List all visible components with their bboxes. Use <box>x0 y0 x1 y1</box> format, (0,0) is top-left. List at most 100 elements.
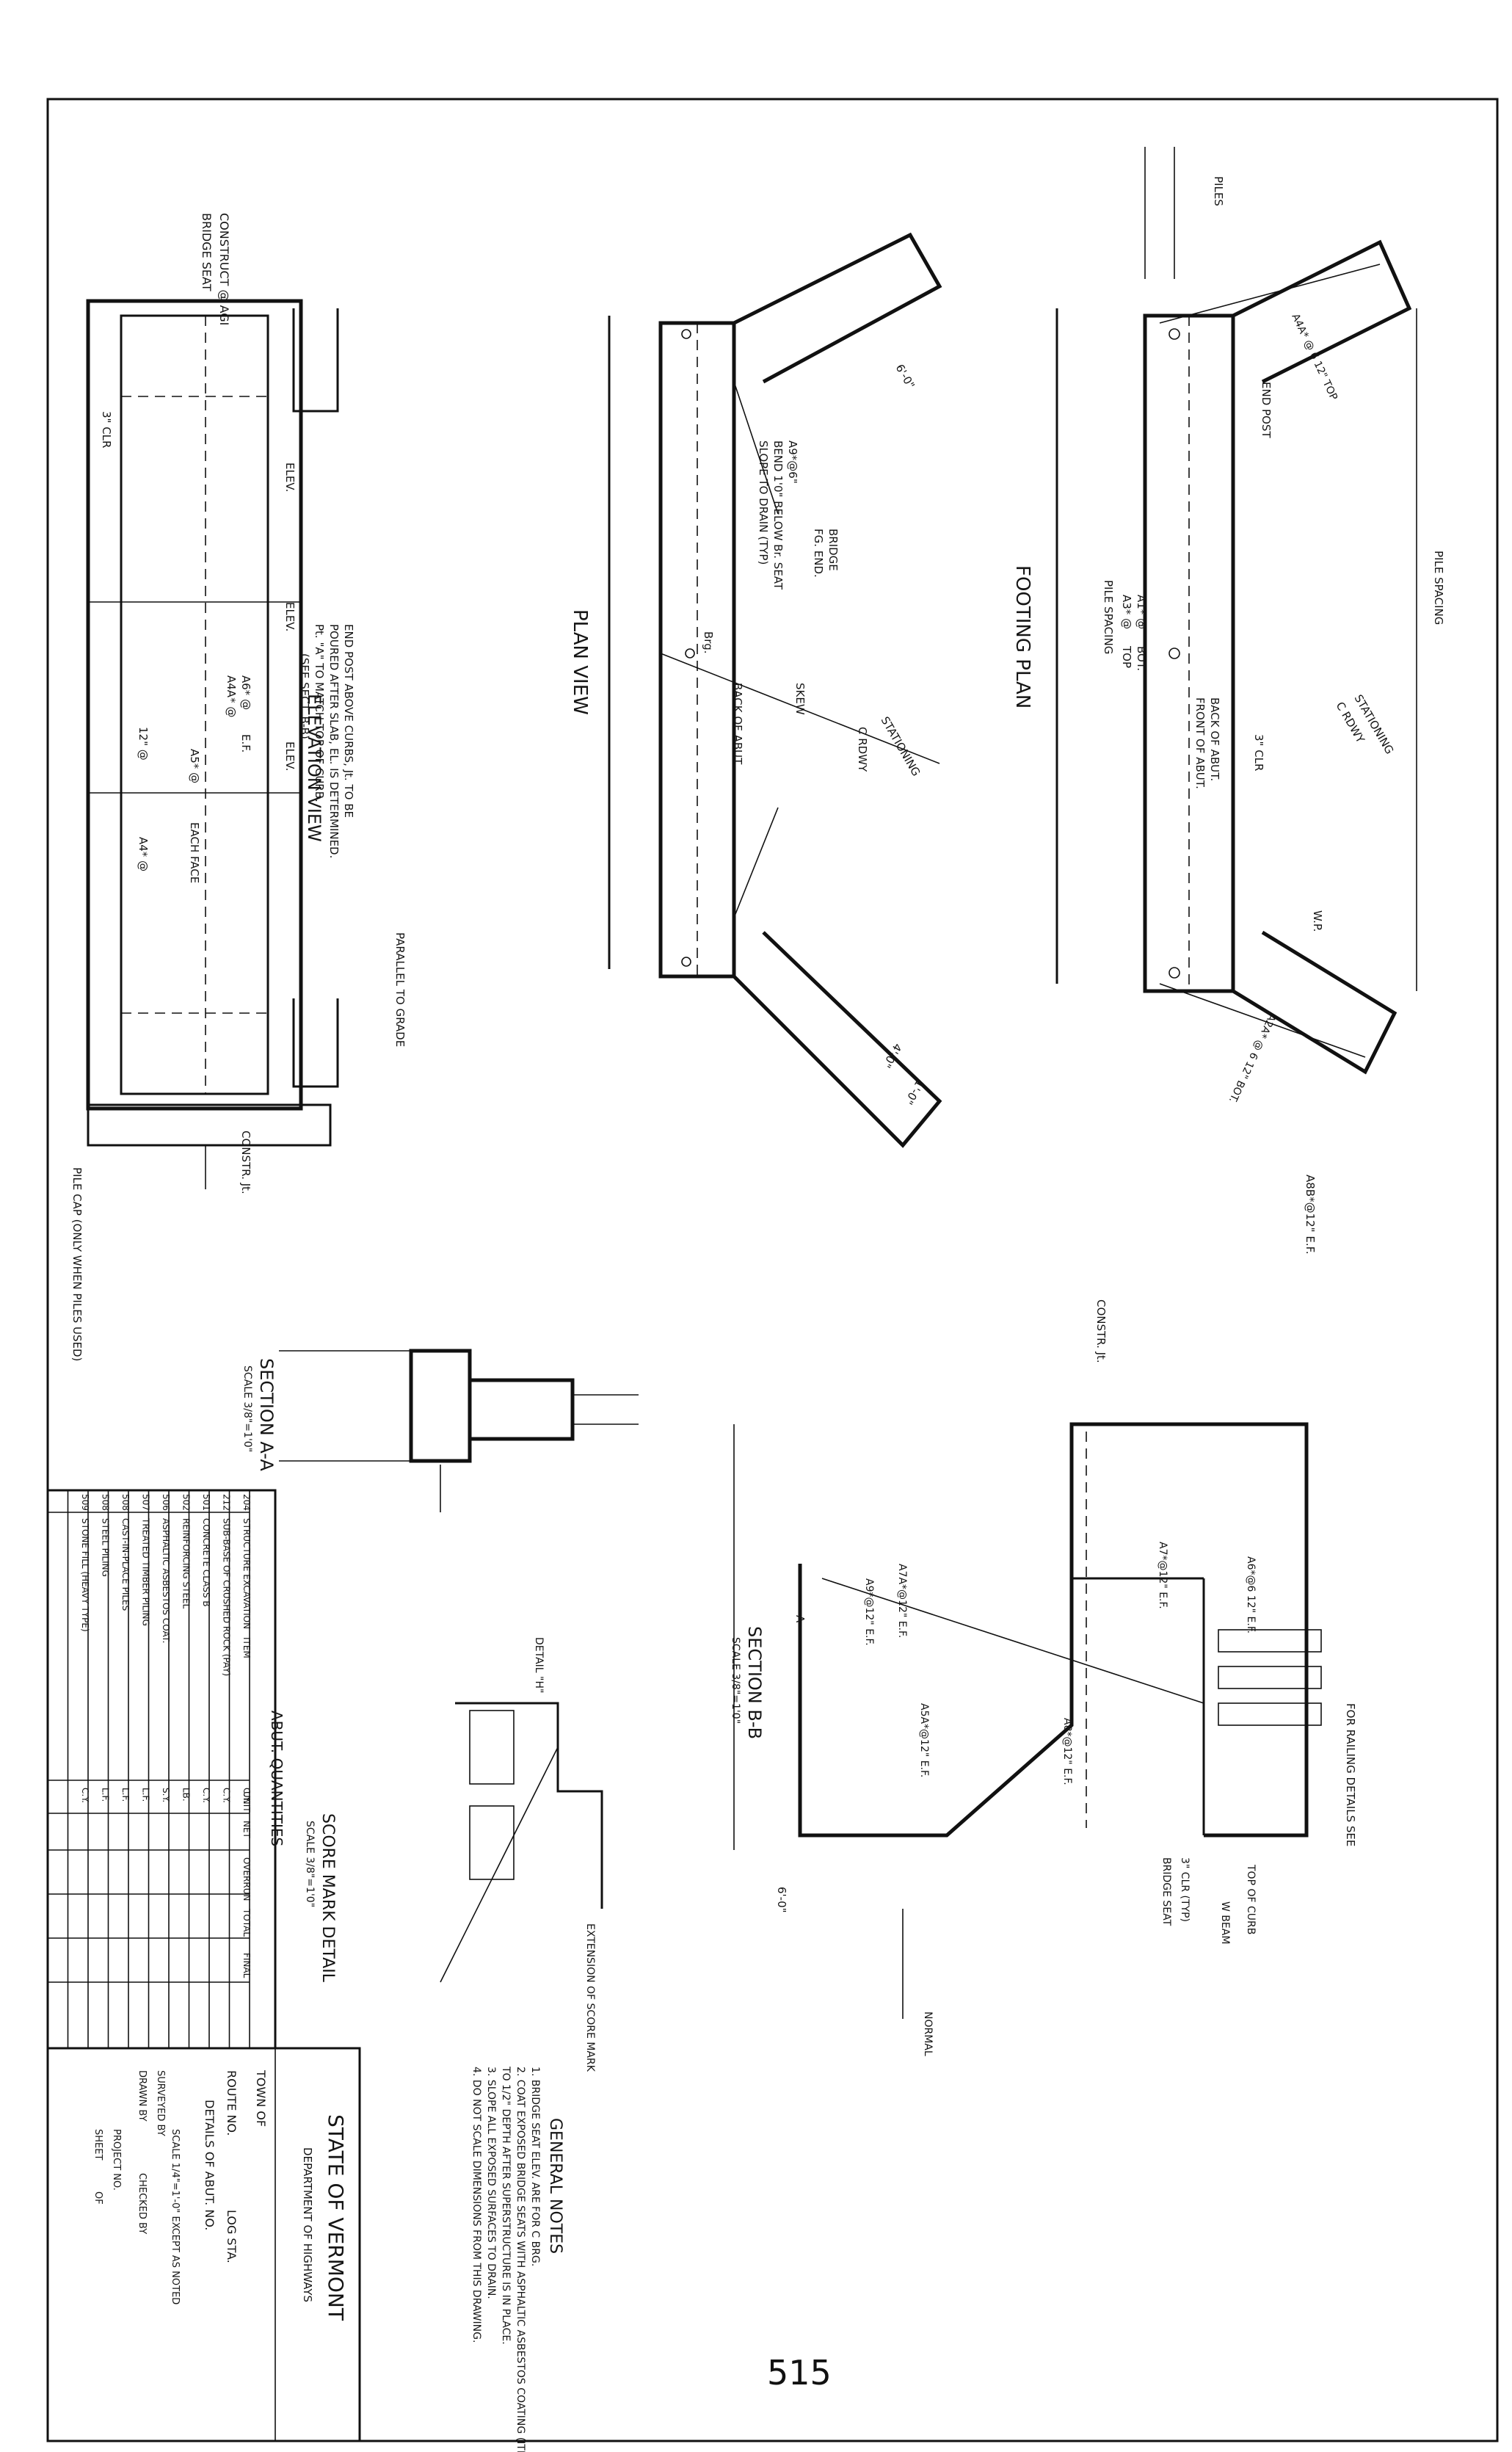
title-project: PROJECT NO. <box>111 2129 122 2191</box>
quantities-cell: C.Y. <box>241 1788 252 1803</box>
elev-end-post-note-2: POURED AFTER SLAB, EL. IS DETERMINED. <box>327 624 341 858</box>
title-scale: SCALE 1/4"=1'-0" EXCEPT AS NOTED <box>170 2129 181 2304</box>
title-state: STATE OF VERMONT <box>324 2114 348 2321</box>
quantities-header-overrun: OVERRUN <box>241 1857 252 1901</box>
footing-plan: FOOTING PLAN PILE SPACING PILE SPACING P… <box>1011 147 1445 1104</box>
section-bb-a6: A6*@6 12" E.F. <box>1245 1556 1257 1633</box>
footing-a2a: A2A* @ 6 12" BOT. <box>1226 1012 1278 1104</box>
score-scale: SCALE 3/8"=1'0" <box>304 1821 316 1907</box>
footing-a1: A1* @ <box>1135 595 1148 629</box>
score-extension: EXTENSION OF SCORE MARK <box>584 1923 596 2072</box>
quantities-cell: L.F. <box>101 1788 111 1802</box>
quantities-cell: C.Y. <box>222 1788 232 1803</box>
quantities-cell: 509 <box>80 1494 90 1511</box>
section-aa: SECTION A-A SCALE 3/8"=1'0" <box>241 1349 639 1512</box>
footing-a4a: A4A* @ 6 12" TOP <box>1289 312 1340 402</box>
section-bb-a8b: A8B*@12" E.F. <box>1304 1175 1317 1255</box>
quantities-cell: CONCRETE CLASS B <box>201 1518 211 1607</box>
plan-a9: A9*@6" <box>786 440 799 484</box>
quantities-cell: TREATED TIMBER PILING <box>141 1517 151 1626</box>
footing-piles: PILES <box>1212 176 1225 206</box>
sheet-border <box>46 98 1499 2442</box>
title-town: TOWN OF <box>254 2070 268 2127</box>
plan-title: PLAN VIEW <box>569 609 591 715</box>
plan-stationing: STATIONING <box>879 714 923 778</box>
title-block: STATE OF VERMONT DEPARTMENT OF HIGHWAYS … <box>46 2047 361 2442</box>
elev-dim-3clr: 3" CLR <box>100 411 113 448</box>
footing-top: TOP <box>1120 645 1133 668</box>
elev-end-post-note-3: Pt. "A" TO MATCH TOP OF CURB. <box>313 624 326 802</box>
elev-end-post-note: END POST ABOVE CURBS, Jt. TO BE <box>342 624 355 818</box>
footing-pile-spacing-2: PILE SPACING <box>1102 580 1115 654</box>
quantities-cell: 212 <box>222 1494 232 1511</box>
score-title: SCORE MARK DETAIL <box>319 1813 337 1983</box>
title-log-sta: LOG STA. <box>225 2210 239 2263</box>
section-bb-normal: NORMAL <box>922 2012 934 2056</box>
footing-title: FOOTING PLAN <box>1011 565 1033 708</box>
title-of: OF <box>92 2191 103 2205</box>
section-bb-top-curb: TOP OF CURB <box>1245 1864 1257 1934</box>
section-bb-scale: SCALE 3/8"=1'0" <box>730 1637 741 1724</box>
footing-back-abut: BACK OF ABUT. <box>1208 697 1221 781</box>
elev-label-1: ELEV. <box>283 463 297 492</box>
elev-a4: A4* @ <box>137 837 150 871</box>
elev-constr-jt-note: CONSTR. Jt. <box>239 1131 252 1194</box>
quantities-cell: SUB-BASE OF CRUSHED ROCK (PAY) <box>222 1518 232 1676</box>
plan-back-abut: BACK OF ABUT. <box>731 683 744 766</box>
quantities-header-unit: UNIT <box>241 1791 252 1813</box>
elev-label-3: ELEV. <box>283 741 297 771</box>
quantities-cell: 502 <box>181 1494 192 1511</box>
quantities-title: ABUT. QUANTITIES <box>268 1711 286 1846</box>
section-bb-a7a: A7A*@12" E.F. <box>896 1564 908 1638</box>
title-route: ROUTE NO. <box>225 2070 239 2136</box>
quantities-cell: 507 <box>141 1494 151 1511</box>
quantities-header-final: FINAL <box>241 1953 252 1978</box>
footing-a3: A3* @ <box>1120 595 1133 629</box>
section-bb-title: SECTION B-B <box>744 1626 765 1739</box>
general-note-1: 1. BRIDGE SEAT ELEV. ARE FOR C BRG. <box>529 2067 541 2266</box>
plan-bend-1: BEND 1'0" BELOW Br. SEAT <box>771 440 785 590</box>
section-bb-clr: 3" CLR (TYP) <box>1179 1857 1191 1922</box>
quantities-header-item: ITEM <box>241 1637 252 1658</box>
quantities-table: ABUT. QUANTITIESITEMUNITNETOVERRUNTOTALF… <box>46 1489 286 2050</box>
section-bb-bridge-seat: BRIDGE SEAT <box>1160 1857 1172 1926</box>
section-bb-beam: W BEAM <box>1219 1901 1231 1944</box>
elev-dim-12: 12" @ <box>137 727 150 761</box>
elev-pile-cap-note: PILE CAP (ONLY WHEN PILES USED) <box>70 1167 84 1361</box>
plan-dim-6: 6'-0" <box>893 362 917 391</box>
title-drawn: DRAWN BY <box>137 2070 148 2122</box>
elev-end-post-note-4: (SEE SECT. B-B) <box>298 653 311 739</box>
quantities-cell: 204 <box>241 1494 252 1511</box>
quantities-cell: LB. <box>181 1788 192 1802</box>
quantities-header-total: TOTAL <box>241 1908 252 1937</box>
score-mark-detail: SCORE MARK DETAIL SCALE 3/8"=1'0" DETAIL… <box>304 1637 603 2072</box>
quantities-cell: STEEL PILING <box>101 1518 111 1577</box>
quantities-cell: 508 <box>101 1494 111 1511</box>
plan-brg: Brg. <box>702 631 715 653</box>
title-sheet: SHEET <box>92 2129 103 2160</box>
elev-parallel-note: PARALLEL TO GRADE <box>393 932 407 1047</box>
section-bb-a7: A7*@12" E.F. <box>1157 1542 1168 1609</box>
title-dept: DEPARTMENT OF HIGHWAYS <box>301 2147 314 2302</box>
elev-a6: A6* @ <box>239 675 252 710</box>
section-bb-a5a: A5A*@12" E.F. <box>918 1703 930 1777</box>
section-bb-dim-a: A <box>793 1615 807 1623</box>
elev-a5: A5* @ <box>188 749 201 783</box>
elev-ef: E.F. <box>239 734 252 752</box>
plan-fg-end: FG. END. <box>812 529 825 578</box>
footing-end-post: END POST <box>1260 382 1273 438</box>
general-note-2b: TO 1/2" DEPTH AFTER SUPERSTRUCTURE IS IN… <box>500 2066 512 2345</box>
elev-each-face: EACH FACE <box>188 822 201 883</box>
elev-label-2: ELEV. <box>283 602 297 631</box>
general-notes-title: GENERAL NOTES <box>546 2118 564 2254</box>
quantities-cell: STONE FILL (HEAVY TYPE) <box>80 1518 90 1632</box>
title-checked: CHECKED BY <box>137 2173 148 2234</box>
footing-pile-spacing: PILE SPACING <box>1432 551 1445 625</box>
section-aa-title: SECTION A-A <box>256 1358 277 1471</box>
quantities-cell: C.Y. <box>201 1788 211 1803</box>
quantities-cell: C.Y. <box>80 1788 90 1803</box>
elev-bridge-seat-note: BRIDGE SEAT <box>200 213 214 291</box>
plan-br-end: BRIDGE <box>826 529 840 571</box>
section-bb-a8: A8*@12" E.F. <box>1061 1718 1073 1785</box>
general-notes: GENERAL NOTES 1. BRIDGE SEAT ELEV. ARE F… <box>470 2066 564 2452</box>
